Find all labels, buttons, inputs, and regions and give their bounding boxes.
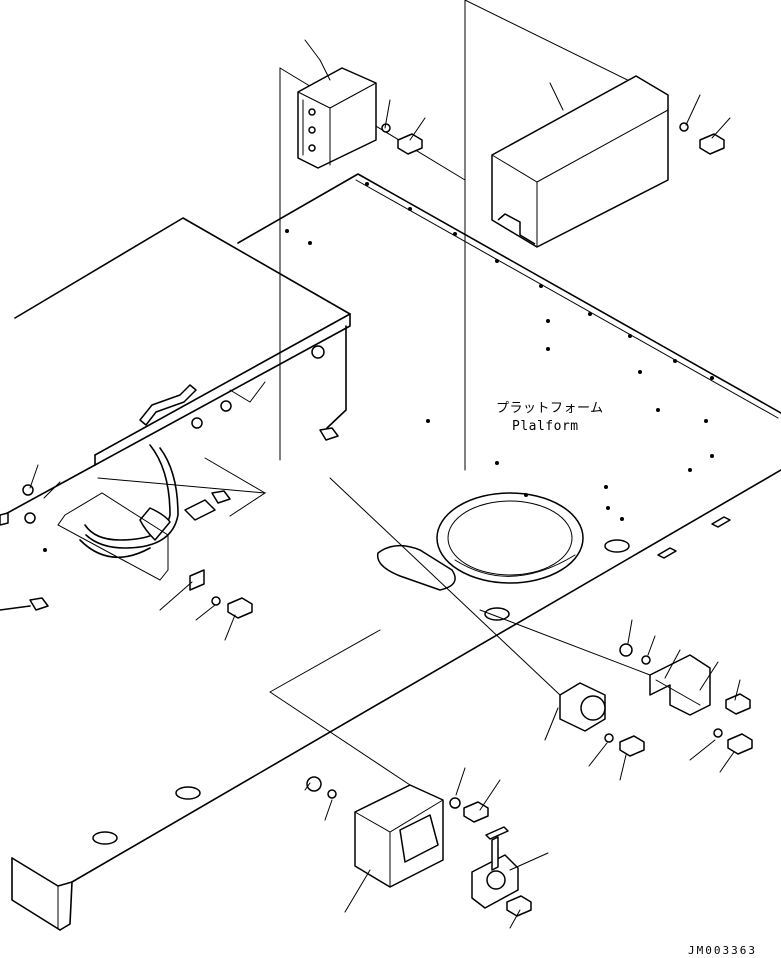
drawing-code: JM003363 [688, 944, 757, 957]
bottom-box [269, 629, 444, 888]
bolt-holes [285, 182, 714, 521]
right-bracket [479, 609, 711, 716]
platform-label-en: Plalform [512, 419, 579, 434]
relay [329, 477, 606, 741]
control-box [279, 39, 466, 461]
platform-label-jp: プラットフォーム [496, 401, 604, 416]
cover-box [464, 0, 669, 471]
disconnect-switch [471, 826, 519, 909]
fasteners [189, 122, 753, 917]
battery-box [0, 217, 351, 611]
leader-lines [29, 94, 741, 929]
platform-plate [11, 173, 781, 931]
